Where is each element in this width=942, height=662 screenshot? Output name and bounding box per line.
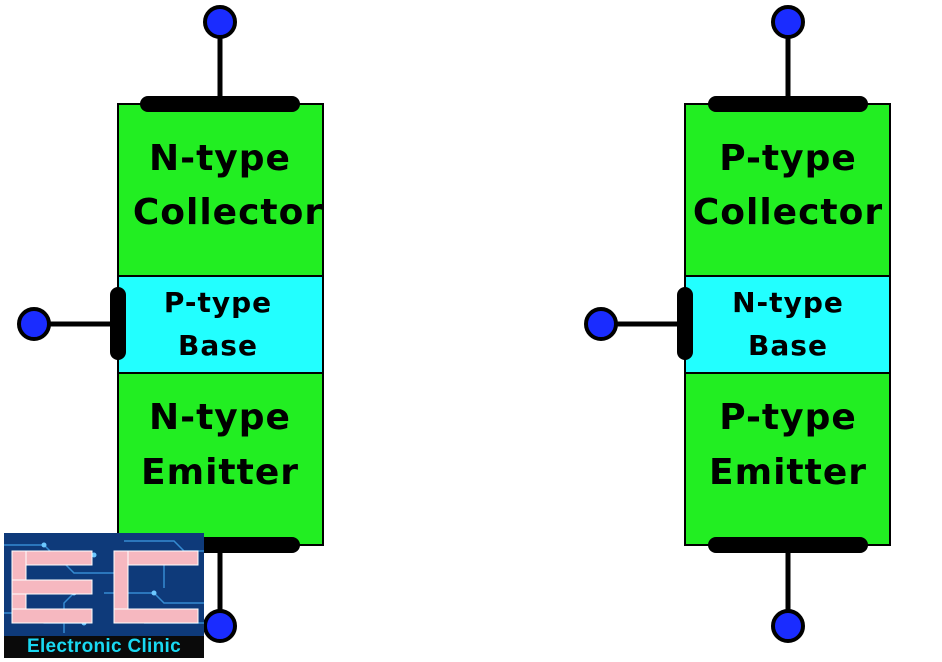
npn-collector-region xyxy=(117,103,324,277)
npn-emitter-region xyxy=(117,372,324,546)
pnp-emitter-label-line2: Emitter xyxy=(709,452,867,493)
npn-base-region xyxy=(117,275,324,374)
pnp-base-label-line1: N-type xyxy=(732,286,844,319)
npn-base-label-line1: P-type xyxy=(164,286,272,319)
logo-letter-c-right xyxy=(113,550,199,624)
pnp-collector-region xyxy=(684,103,891,277)
pnp-collector-label-line1: P-type xyxy=(719,138,857,179)
pnp-base-label-line2: Base xyxy=(748,329,828,362)
npn-emitter-terminal xyxy=(203,609,237,643)
logo-text: Electronic Clinic xyxy=(4,636,204,658)
npn-transistor: N-type Collector P-type Base N-type Emit… xyxy=(17,5,324,643)
npn-emitter-label-line1: N-type xyxy=(149,397,291,438)
pnp-base-terminal xyxy=(584,307,618,341)
npn-emitter-label-line2: Emitter xyxy=(141,452,299,493)
pnp-collector-terminal xyxy=(771,5,805,39)
electronic-clinic-logo: Electronic Clinic xyxy=(4,533,204,658)
npn-base-label-line2: Base xyxy=(178,329,258,362)
circuit-board-pattern xyxy=(4,533,204,636)
pnp-emitter-region xyxy=(684,372,891,546)
pnp-emitter-label-line1: P-type xyxy=(719,397,857,438)
npn-collector-label-line1: N-type xyxy=(149,138,291,179)
pnp-collector-label-line2: Collector xyxy=(693,192,883,233)
npn-collector-terminal xyxy=(203,5,237,39)
npn-collector-label-line2: Collector xyxy=(133,192,323,233)
pnp-emitter-terminal xyxy=(771,609,805,643)
pnp-base-region xyxy=(684,275,891,374)
logo-letter-e-left xyxy=(11,550,93,624)
npn-base-terminal xyxy=(17,307,51,341)
pnp-transistor: P-type Collector N-type Base P-type Emit… xyxy=(584,5,891,643)
